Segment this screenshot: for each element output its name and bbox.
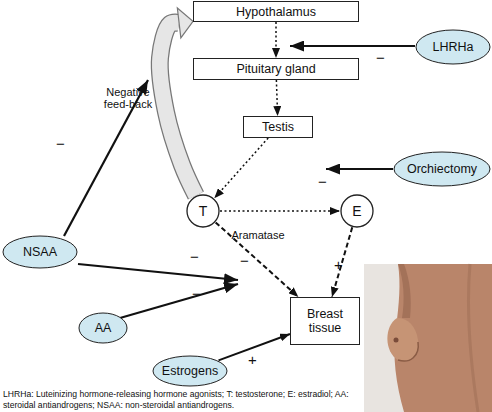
effect-sign: − [190, 249, 210, 264]
treatment-ellipse: LHRHa [415, 29, 491, 65]
hormone-circle: T [186, 194, 220, 228]
hormone-circle: E [340, 194, 374, 228]
circle-shape [341, 195, 373, 227]
inhibition-arrow [326, 168, 393, 170]
inhibition-arrow [78, 264, 238, 280]
node-label: NSAA [23, 245, 57, 259]
node-label: Testis [262, 120, 294, 134]
edge-label: + [248, 352, 268, 367]
pathway-arrow [276, 22, 277, 58]
connector-line [276, 80, 277, 116]
connector-line [275, 22, 277, 58]
ellipse-shape [3, 236, 77, 268]
effect-sign: − [376, 50, 396, 65]
pathway-arrow [220, 211, 340, 212]
node-label: E [352, 204, 361, 218]
connector-line [220, 210, 340, 212]
edge-label: Negative feed-back [96, 86, 160, 110]
node-label: T [199, 204, 208, 218]
process-box: Pituitary gland [193, 58, 359, 80]
node-label: Pituitary gland [236, 62, 315, 76]
nipple [394, 338, 399, 343]
pathway-arrow [216, 222, 299, 297]
patient-photo [364, 264, 492, 412]
feedback-arrow-head [177, 8, 193, 38]
torso-shading [468, 264, 478, 412]
ellipse-shape [79, 313, 127, 343]
inhibition-arrow [290, 45, 415, 47]
ellipse-shape [416, 30, 490, 64]
breast-contour [387, 318, 418, 361]
breast-shadow [398, 342, 418, 361]
process-box: Hypothalamus [193, 1, 359, 22]
circle-shape [187, 195, 219, 227]
connector-line [216, 222, 299, 297]
feedback-band [160, 23, 196, 196]
effect-sign: − [318, 174, 338, 189]
node-label: Estrogens [162, 364, 218, 378]
node-label: Hypothalamus [236, 5, 316, 19]
photo-background [364, 264, 492, 412]
treatment-ellipse: NSAA [2, 235, 78, 269]
ellipse-shape [394, 152, 490, 186]
treatment-ellipse: AA [78, 312, 128, 344]
node-label: Breast tissue [291, 307, 359, 335]
treatment-ellipse: Orchiectomy [393, 151, 491, 187]
abbreviation-note: LHRHa: Luteinizing hormone-releasing hor… [3, 389, 365, 411]
edge-label: Aramatase [218, 229, 298, 241]
process-box: Testis [243, 116, 313, 138]
feedback-band-outline [160, 23, 196, 196]
node-label: Orchiectomy [407, 162, 477, 176]
inhibition-arrow [120, 284, 238, 318]
effect-sign: − [56, 136, 76, 151]
treatment-ellipse: Estrogens [152, 355, 228, 387]
pathway-arrow [276, 80, 277, 116]
node-label: LHRHa [433, 40, 474, 54]
edge-label: + [334, 257, 354, 272]
pathway-arrow [214, 138, 268, 198]
edge-label: − [240, 253, 260, 268]
arm-shadow [398, 264, 411, 318]
connector-line [214, 138, 268, 198]
process-box: Breast tissue [290, 297, 360, 345]
effect-sign: − [192, 286, 212, 301]
feedback-arrow [160, 8, 196, 196]
node-label: AA [95, 321, 112, 335]
ellipse-shape [153, 356, 227, 386]
